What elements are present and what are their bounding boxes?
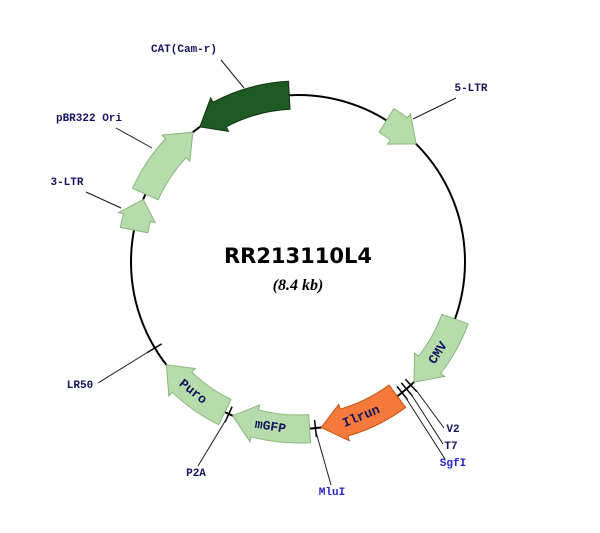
leader-line-lr50	[97, 348, 154, 384]
plasmid-name: RR213110L4	[224, 244, 372, 268]
site-label-5-ltr: 5-LTR	[454, 83, 487, 95]
site-label-3-ltr: 3-LTR	[50, 177, 83, 189]
site-tick-mlui	[313, 420, 318, 438]
leader-line-v2	[415, 389, 445, 429]
site-label-lr50: LR50	[67, 380, 93, 392]
feature-arrow-ilrun	[320, 384, 407, 442]
site-label-cat-cam-r: CAT(Cam-r)	[151, 44, 217, 56]
site-label-sgfi: SgfI	[440, 458, 466, 470]
leader-line-sgfi	[405, 397, 446, 460]
site-tick-t7	[400, 382, 413, 397]
feature-arrow-mgfp	[231, 404, 312, 444]
leader-line-pbr322-ori	[115, 127, 153, 149]
leader-lines	[85, 59, 457, 486]
site-tick-v2	[404, 378, 418, 393]
leader-line-3-ltr	[85, 191, 122, 209]
feature-arrow-3-ltr	[117, 198, 157, 234]
feature-arrow-5-ltr	[378, 107, 417, 145]
feature-label-mgfp: mGFP	[254, 417, 287, 437]
site-label-pbr322-ori: pBR322 Ori	[56, 113, 122, 125]
leader-line-t7	[410, 393, 444, 445]
feature-arrow-puro	[165, 364, 232, 426]
feature-arrow-cmv	[413, 313, 469, 383]
plasmid-size: (8.4 kb)	[273, 277, 324, 294]
site-label-v2: V2	[446, 424, 459, 436]
site-label-p2a: P2A	[186, 468, 206, 480]
leader-line-cat-cam-r	[220, 59, 245, 89]
site-label-mlui: MluI	[319, 487, 345, 499]
leader-line-mlui	[315, 431, 332, 486]
leader-line-5-ltr	[412, 97, 457, 120]
site-label-t7: T7	[444, 441, 457, 453]
feature-arrow-cat-cam-r	[199, 80, 291, 132]
site-tick-sgfi	[396, 385, 409, 401]
feature-arrow-pbr322-ori	[131, 131, 194, 201]
leader-line-p2a	[197, 417, 228, 467]
